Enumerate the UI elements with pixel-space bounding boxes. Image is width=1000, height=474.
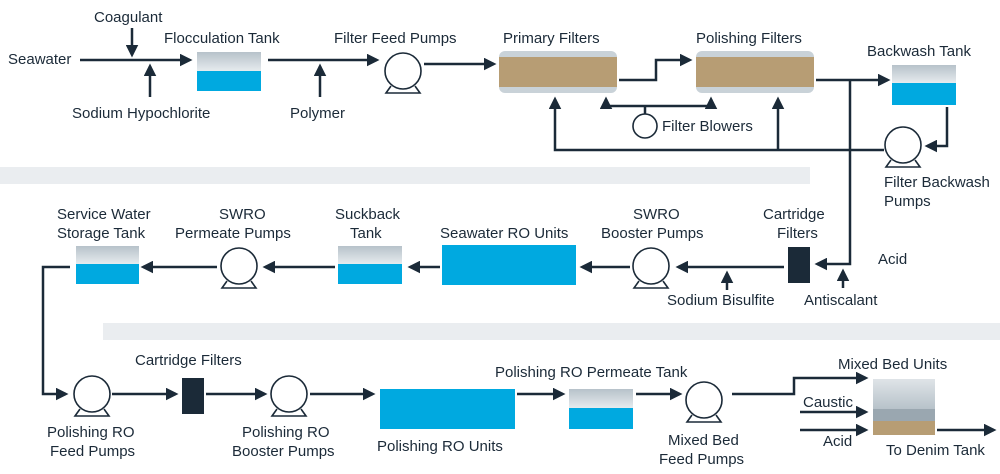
flocculation-tank bbox=[197, 52, 261, 91]
swro-booster-label-2: Booster Pumps bbox=[601, 225, 704, 242]
polishing-ro-booster-label-1: Polishing RO bbox=[242, 424, 330, 441]
sodium-hypochlorite-label: Sodium Hypochlorite bbox=[72, 105, 210, 122]
filter-feed-pump-icon bbox=[384, 52, 422, 94]
service-water-label-2: Storage Tank bbox=[57, 225, 146, 242]
antiscalant-label: Antiscalant bbox=[804, 292, 878, 309]
swro-booster-pump-icon bbox=[632, 247, 670, 289]
seawater-label: Seawater bbox=[8, 51, 71, 68]
primary-to-polishing-line bbox=[619, 53, 693, 82]
seawater-ro-units-block bbox=[442, 245, 576, 285]
to-cartridge-line bbox=[814, 257, 852, 271]
separator-band-1 bbox=[0, 167, 810, 184]
polishing-ro-permeate-tank bbox=[569, 389, 633, 429]
polishing-ro-units-label: Polishing RO Units bbox=[377, 438, 503, 455]
filter-blowers-label: Filter Blowers bbox=[662, 118, 753, 135]
swro-permeate-label-2: Permeate Pumps bbox=[175, 225, 291, 242]
row-1-pretreatment: Seawater Coagulant Sodium Hypochlorite F… bbox=[8, 9, 990, 271]
swro-booster-label-1: SWRO bbox=[633, 206, 680, 223]
backwash-tank bbox=[892, 65, 956, 105]
service-water-storage-tank bbox=[76, 246, 139, 284]
polishing-ro-feed-label-2: Feed Pumps bbox=[50, 443, 135, 460]
polishing-ro-permeate-tank-label: Polishing RO Permeate Tank bbox=[495, 364, 688, 381]
mb-pump-to-mixed-bed-line bbox=[732, 371, 869, 396]
filter-backwash-pumps-label-1: Filter Backwash bbox=[884, 174, 990, 191]
swro-permeate-pump-icon bbox=[220, 247, 258, 289]
swro-permeate-label-1: SWRO bbox=[219, 206, 266, 223]
backwash-return-line bbox=[548, 96, 884, 152]
filter-blower-icon bbox=[632, 113, 658, 139]
polishing-ro-feed-pump-icon bbox=[73, 375, 111, 417]
caustic-label: Caustic bbox=[803, 394, 854, 411]
filter-backwash-pumps-label-2: Pumps bbox=[884, 193, 931, 210]
suckback-label-1: Suckback bbox=[335, 206, 401, 223]
service-water-label-1: Service Water bbox=[57, 206, 151, 223]
storage-to-polishing-ro-line bbox=[41, 265, 70, 401]
mixed-bed-feed-label-2: Feed Pumps bbox=[659, 451, 744, 468]
cartridge-label-1: Cartridge bbox=[763, 206, 825, 223]
suckback-tank bbox=[338, 246, 402, 284]
polymer-label: Polymer bbox=[290, 105, 345, 122]
filter-backwash-pump-icon bbox=[884, 126, 922, 168]
mixed-bed-feed-pump-icon bbox=[685, 381, 723, 423]
mixed-bed-units-label: Mixed Bed Units bbox=[838, 356, 947, 373]
acid-label-bottom: Acid bbox=[823, 433, 852, 450]
polishing-ro-feed-label-1: Polishing RO bbox=[47, 424, 135, 441]
cartridge-filters-label: Cartridge Filters bbox=[135, 352, 242, 369]
primary-filters-label: Primary Filters bbox=[503, 30, 600, 47]
mixed-bed-feed-label-1: Mixed Bed bbox=[668, 432, 739, 449]
to-denim-tank-label: To Denim Tank bbox=[886, 442, 985, 459]
flocculation-tank-label: Flocculation Tank bbox=[164, 30, 280, 47]
cartridge-filter-icon bbox=[788, 247, 810, 283]
seawater-ro-units-label: Seawater RO Units bbox=[440, 225, 568, 242]
polishing-cartridge-filter-icon bbox=[182, 378, 204, 414]
sodium-bisulfite-label: Sodium Bisulfite bbox=[667, 292, 775, 309]
primary-filters bbox=[499, 51, 617, 93]
row-3-polishing-ro: Polishing RO Feed Pumps Cartridge Filter… bbox=[47, 352, 997, 468]
mixed-bed-units bbox=[873, 379, 935, 435]
backwash-tank-label: Backwash Tank bbox=[867, 43, 971, 60]
row-2-seawater-ro: Service Water Storage Tank SWRO Permeate… bbox=[41, 206, 907, 401]
polishing-filters bbox=[696, 51, 814, 93]
filter-feed-pumps-label: Filter Feed Pumps bbox=[334, 30, 457, 47]
suckback-label-2: Tank bbox=[350, 225, 382, 242]
backwash-tank-to-pump-line bbox=[924, 107, 949, 153]
polishing-ro-units-block bbox=[380, 389, 515, 429]
polishing-ro-booster-label-2: Booster Pumps bbox=[232, 443, 335, 460]
separator-band-2 bbox=[103, 323, 1000, 340]
cartridge-label-2: Filters bbox=[777, 225, 818, 242]
coagulant-label: Coagulant bbox=[94, 9, 163, 26]
polishing-filters-label: Polishing Filters bbox=[696, 30, 802, 47]
acid-label-top: Acid bbox=[878, 251, 907, 268]
polishing-ro-booster-pump-icon bbox=[270, 375, 308, 417]
